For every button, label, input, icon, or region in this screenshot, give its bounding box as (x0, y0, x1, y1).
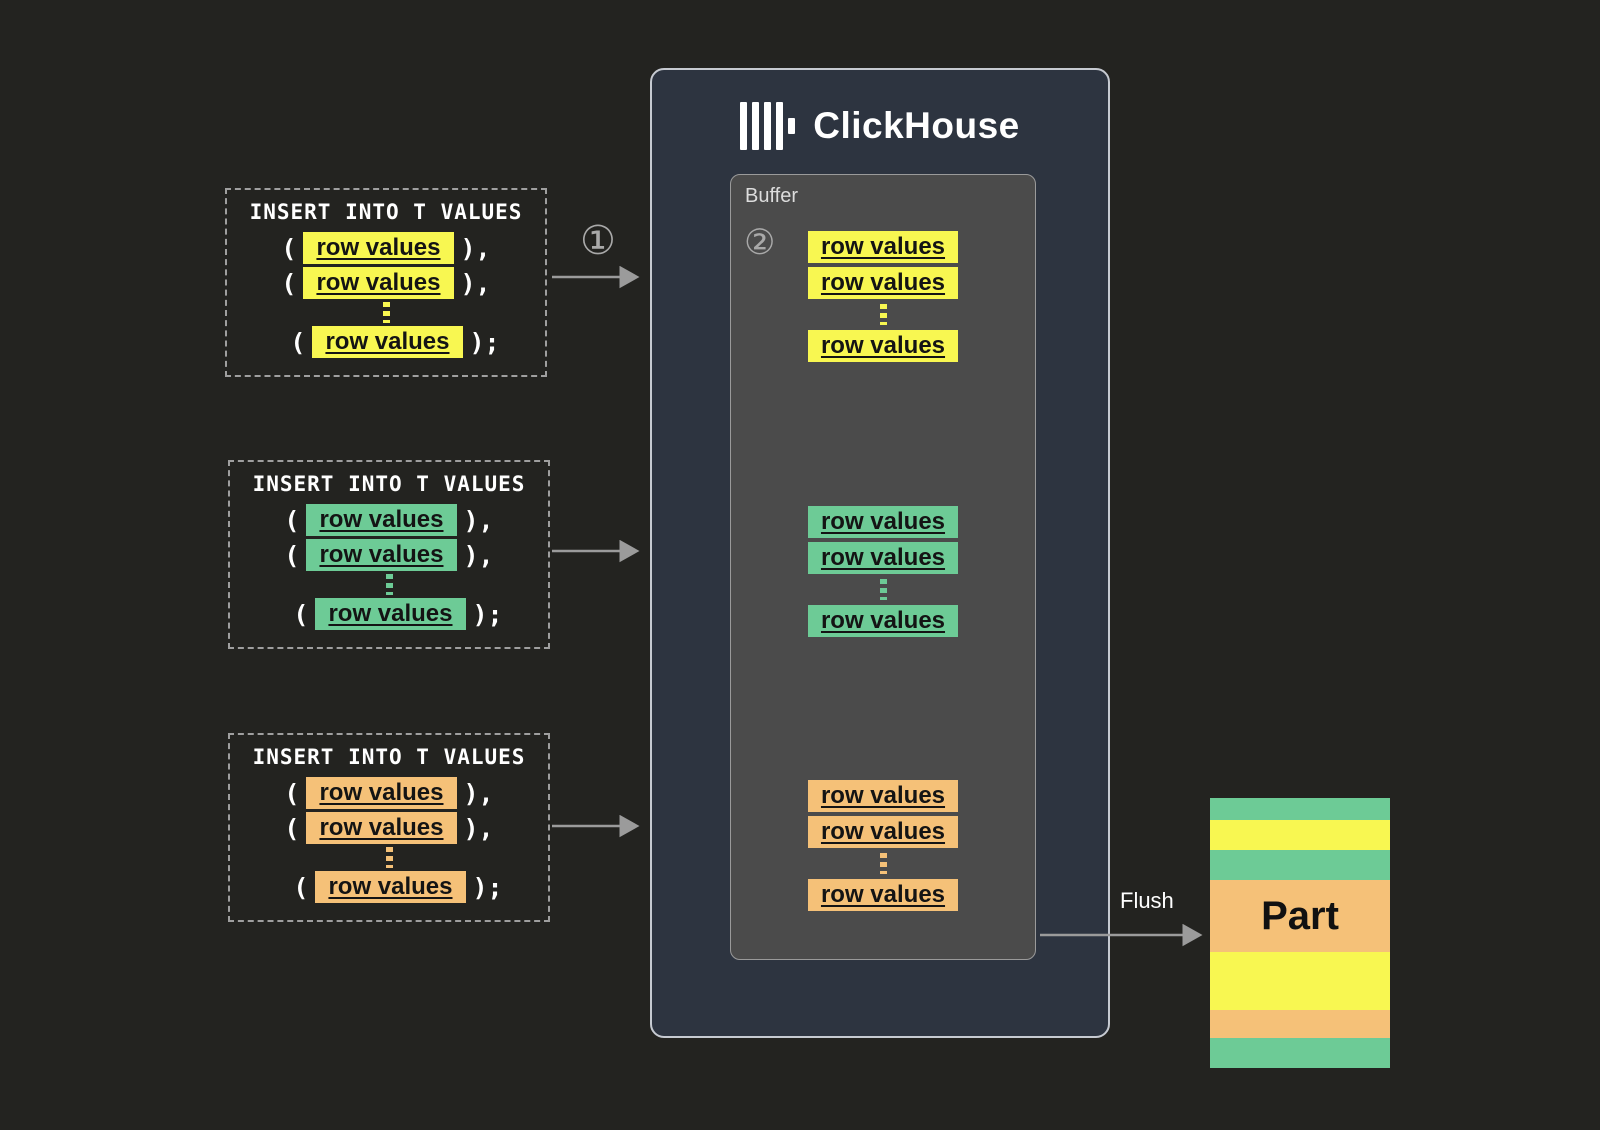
insert-row: ( row values ); (242, 326, 548, 358)
close-paren: ), (463, 505, 494, 535)
insert-header: INSERT INTO T VALUES (252, 472, 526, 496)
insert-row: ( row values ), (236, 812, 542, 844)
row-values-chip: row values (807, 231, 959, 263)
insert-statement-block-1: INSERT INTO T VALUES ( row values ), ( r… (225, 188, 547, 377)
row-values-chip: row values (306, 504, 457, 536)
row-values-chip: row values (807, 506, 959, 538)
row-values-chip: row values (807, 816, 959, 848)
insert-row: ( row values ); (245, 871, 551, 903)
step-1-badge: ① (580, 219, 616, 263)
close-paren: ), (463, 813, 494, 843)
insert-row: ( row values ), (233, 232, 539, 264)
buffer-box: Buffer ② row values row values row value… (730, 174, 1036, 960)
row-values-chip: row values (315, 598, 466, 630)
logo-bar (764, 102, 772, 150)
insert-row: ( row values ), (236, 777, 542, 809)
row-values-chip: row values (807, 330, 959, 362)
logo-bar-small (788, 118, 796, 134)
row-values-chip: row values (303, 232, 454, 264)
part-stripe: Part (1210, 880, 1390, 952)
insert-header: INSERT INTO T VALUES (249, 200, 523, 224)
insert-header: INSERT INTO T VALUES (252, 745, 526, 769)
row-values-chip: row values (807, 780, 959, 812)
insert-statement-block-3: INSERT INTO T VALUES ( row values ), ( r… (228, 733, 550, 922)
clickhouse-logo-icon (740, 102, 796, 150)
open-paren: ( (284, 540, 300, 570)
insert-row: ( row values ), (233, 267, 539, 299)
row-values-chip: row values (807, 605, 959, 637)
clickhouse-header: ClickHouse (652, 102, 1108, 150)
buffer-label: Buffer (745, 185, 798, 207)
close-paren: ); (469, 327, 500, 357)
ellipsis-dots (879, 579, 887, 600)
open-paren: ( (290, 327, 306, 357)
part-box: Part (1210, 798, 1390, 1068)
open-paren: ( (293, 872, 309, 902)
close-paren: ); (472, 872, 503, 902)
ellipsis-dots (385, 574, 393, 595)
buffer-group-green: row values row values row values (731, 506, 1035, 637)
logo-bar (776, 102, 784, 150)
close-paren: ), (460, 268, 491, 298)
part-label: Part (1261, 893, 1339, 938)
ellipsis-dots (879, 304, 887, 325)
open-paren: ( (281, 268, 297, 298)
flush-label: Flush (1120, 888, 1174, 913)
insert-row: ( row values ), (236, 539, 542, 571)
ellipsis-dots (385, 847, 393, 868)
row-values-chip: row values (306, 777, 457, 809)
open-paren: ( (284, 505, 300, 535)
insert-row: ( row values ); (245, 598, 551, 630)
buffer-group-orange: row values row values row values (731, 780, 1035, 911)
open-paren: ( (284, 813, 300, 843)
clickhouse-title: ClickHouse (813, 105, 1020, 146)
row-values-chip: row values (306, 539, 457, 571)
row-values-chip: row values (315, 871, 466, 903)
part-stripe (1210, 820, 1390, 850)
part-stripe (1210, 798, 1390, 820)
logo-bar (752, 102, 760, 150)
ellipsis-dots (382, 302, 390, 323)
row-values-chip: row values (807, 879, 959, 911)
logo-bar (740, 102, 748, 150)
close-paren: ), (460, 233, 491, 263)
insert-statement-block-2: INSERT INTO T VALUES ( row values ), ( r… (228, 460, 550, 649)
row-values-chip: row values (312, 326, 463, 358)
open-paren: ( (293, 599, 309, 629)
part-stripe (1210, 1010, 1390, 1038)
ellipsis-dots (879, 853, 887, 874)
row-values-chip: row values (807, 267, 959, 299)
part-stripe (1210, 952, 1390, 1010)
row-values-chip: row values (306, 812, 457, 844)
open-paren: ( (284, 778, 300, 808)
step-2-badge: ② (744, 223, 776, 262)
insert-row: ( row values ), (236, 504, 542, 536)
buffer-group-yellow: row values row values row values (731, 231, 1035, 362)
close-paren: ), (463, 778, 494, 808)
clickhouse-container: ClickHouse Buffer ② row values row value… (650, 68, 1110, 1038)
part-stripe (1210, 1038, 1390, 1068)
part-stripe (1210, 850, 1390, 880)
open-paren: ( (281, 233, 297, 263)
close-paren: ); (472, 599, 503, 629)
close-paren: ), (463, 540, 494, 570)
row-values-chip: row values (807, 542, 959, 574)
row-values-chip: row values (303, 267, 454, 299)
